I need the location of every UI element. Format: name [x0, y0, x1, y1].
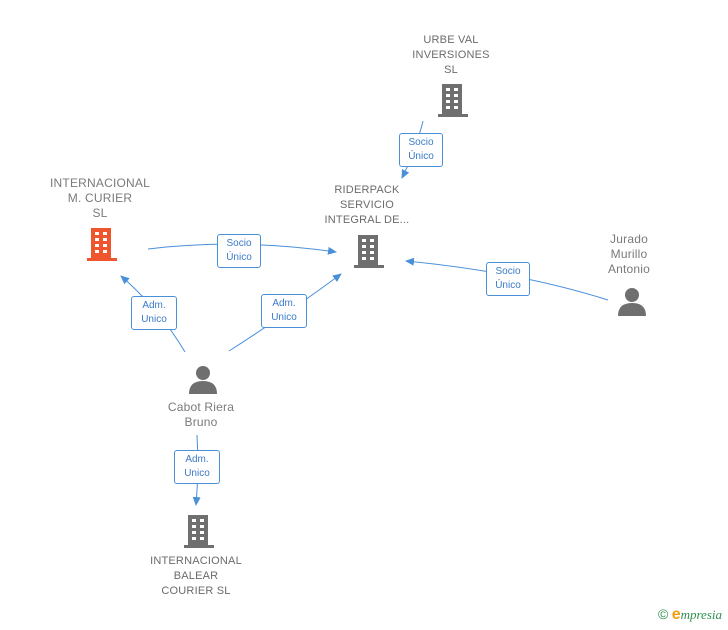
empresia-logo-text: mpresia — [680, 607, 722, 622]
label-line: Jurado — [610, 232, 648, 246]
edge-label-line: Adm. — [185, 454, 209, 465]
empresia-logo-initial: e — [671, 606, 681, 623]
label-line: INTERNACIONAL — [150, 555, 242, 567]
label-line: COURIER SL — [161, 585, 231, 597]
edge-label-line: Único — [495, 280, 521, 291]
brand-footer[interactable]: © empresia — [658, 606, 722, 624]
company-building-icon-highlight[interactable] — [87, 228, 117, 261]
copyright-symbol: © — [658, 606, 669, 622]
label-line: INVERSIONES — [412, 49, 490, 61]
label-line: INTEGRAL DE... — [324, 214, 410, 226]
person-icon[interactable] — [189, 366, 217, 394]
label-line: SERVICIO — [340, 199, 394, 211]
label-line: SL — [92, 206, 108, 220]
edge-label-line: Socio — [226, 238, 252, 249]
node-label-jurado[interactable]: Jurado Murillo Antonio — [559, 232, 699, 277]
edge-label-jurado-riderpack[interactable]: Socio Único — [486, 262, 530, 296]
edge-label-cabot-riderpack[interactable]: Adm. Unico — [261, 294, 307, 328]
node-label-internacional-balear[interactable]: INTERNACIONAL BALEAR COURIER SL — [126, 554, 266, 599]
edge-label-line: Único — [226, 252, 252, 263]
company-building-icon[interactable] — [354, 235, 384, 268]
edge-label-cabot-curier[interactable]: Adm. Unico — [131, 296, 177, 330]
company-building-icon[interactable] — [438, 84, 468, 117]
label-line: RIDERPACK — [334, 184, 400, 196]
edge-label-cabot-balear[interactable]: Adm. Unico — [174, 450, 220, 484]
edge-label-curier-riderpack[interactable]: Socio Único — [217, 234, 261, 268]
label-line: Antonio — [607, 262, 651, 276]
node-label-riderpack[interactable]: RIDERPACK SERVICIO INTEGRAL DE... — [297, 183, 437, 228]
edge-label-line: Socio — [408, 137, 434, 148]
label-line: Cabot Riera — [167, 400, 235, 414]
edge-label-line: Unico — [184, 468, 210, 479]
edge-label-urbe-riderpack[interactable]: Socio Único — [399, 133, 443, 167]
edge-label-line: Único — [408, 151, 434, 162]
label-line: BALEAR — [173, 570, 219, 582]
label-line: Murillo — [610, 247, 648, 261]
person-icon[interactable] — [618, 288, 646, 316]
company-building-icon[interactable] — [184, 515, 214, 548]
node-label-cabot[interactable]: Cabot Riera Bruno — [131, 400, 271, 430]
node-label-internacional-curier[interactable]: INTERNACIONAL M. CURIER SL — [30, 176, 170, 221]
label-line: SL — [444, 64, 458, 76]
label-line: INTERNACIONAL — [50, 176, 150, 190]
edge-label-line: Unico — [271, 312, 297, 323]
edge-label-line: Adm. — [272, 298, 296, 309]
node-label-urbe-val[interactable]: URBE VAL INVERSIONES SL — [381, 33, 521, 78]
edge-label-line: Unico — [141, 314, 167, 325]
label-line: M. CURIER — [67, 191, 133, 205]
label-line: Bruno — [184, 415, 218, 429]
edge-label-line: Socio — [495, 266, 521, 277]
edge-label-line: Adm. — [142, 300, 166, 311]
label-line: URBE VAL — [423, 34, 479, 46]
